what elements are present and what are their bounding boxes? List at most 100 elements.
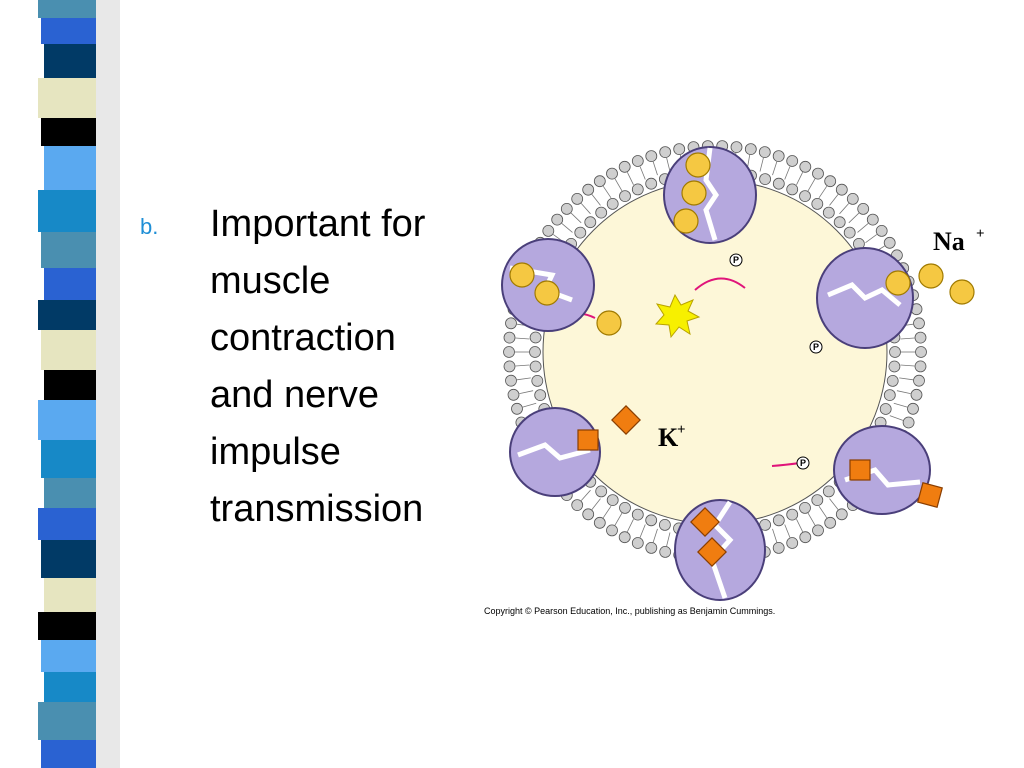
phospholipid-head	[631, 508, 644, 521]
potassium-ion	[577, 429, 599, 451]
stripe-block	[38, 300, 96, 330]
phospholipid-tail	[796, 172, 804, 185]
phospholipid-tail	[784, 166, 791, 180]
phospholipid-head	[507, 388, 520, 401]
phospholipid-head	[673, 143, 686, 156]
phospholipid-tail	[515, 364, 530, 367]
stripe-block	[41, 540, 96, 578]
phospholipid-tail	[818, 505, 828, 519]
stripe-block	[38, 702, 96, 740]
bullet-line-4: and nerve	[210, 374, 380, 416]
phospholipid-head	[799, 501, 811, 514]
phospholipid-tail	[772, 161, 778, 176]
phospholipid-tail	[580, 489, 591, 501]
phospholipid-head	[907, 402, 919, 415]
phospholipid-head	[631, 183, 644, 196]
phospholipid-head	[799, 190, 811, 202]
stripe-block	[38, 400, 96, 440]
phospholipid-tail	[602, 185, 612, 199]
phospholipid-tail	[818, 185, 828, 199]
phospholipid-head	[511, 402, 523, 415]
phospholipid-head	[574, 226, 587, 239]
phospholipid-head	[843, 226, 856, 239]
phosphate-label: P	[800, 458, 806, 468]
phospholipid-head	[910, 388, 923, 401]
sodium-ion	[681, 180, 707, 206]
stripe-shadow	[96, 0, 120, 768]
sodium-ion	[885, 270, 911, 296]
decorative-stripe-bar	[38, 0, 120, 768]
phospholipid-head	[659, 545, 672, 558]
bullet-line-1: Important for	[210, 203, 426, 245]
phospholipid-head	[542, 225, 555, 237]
phospholipid-head	[875, 225, 888, 237]
phospholipid-head	[824, 516, 837, 529]
phosphate-marker: P	[809, 340, 823, 354]
phospholipid-tail	[857, 223, 869, 233]
stripe-block	[38, 508, 96, 540]
phosphate-label: P	[733, 255, 739, 265]
atp-burst-icon	[654, 293, 701, 339]
phospholipid-head	[529, 331, 542, 344]
phospholipid-tail	[602, 505, 612, 519]
phospholipid-tail	[807, 512, 816, 526]
phosphate-groups: P P P	[729, 253, 823, 470]
phospholipid-head	[857, 203, 870, 215]
phospholipid-head	[619, 501, 631, 514]
phospholipid-head	[606, 494, 619, 507]
bullet-point: b. Important for muscle contraction and …	[140, 196, 480, 538]
phospholipid-head	[645, 150, 658, 163]
phospholipid-tail	[561, 223, 573, 233]
phospholipid-tail	[591, 498, 601, 510]
phospholipid-head	[744, 143, 757, 156]
phospholipid-head	[772, 177, 785, 190]
phospholipid-head	[758, 146, 771, 159]
phospholipid-tail	[848, 212, 860, 224]
potassium-symbol: K	[658, 423, 679, 452]
pump-protein-lower-left	[509, 407, 601, 497]
stripe-block	[38, 190, 96, 232]
stripe-block	[44, 146, 96, 190]
phospholipid-head	[505, 374, 517, 387]
phospholipid-tail	[516, 377, 531, 381]
sodium-symbol: Na	[933, 227, 965, 256]
phospholipid-head	[582, 508, 595, 521]
pump-protein-right	[816, 247, 914, 349]
phospholipid-head	[582, 183, 595, 196]
phospholipid-head	[571, 499, 584, 512]
phospholipid-head	[584, 216, 597, 229]
copyright-notice: Copyright © Pearson Education, Inc., pub…	[484, 606, 776, 616]
phospholipid-head	[619, 190, 631, 202]
phospholipid-head	[772, 514, 785, 527]
stripe-block	[41, 440, 96, 478]
phospholipid-head	[595, 485, 608, 498]
phospholipid-head	[618, 160, 631, 173]
stripe-block	[41, 232, 96, 268]
phospholipid-head	[606, 524, 618, 537]
stripe-block	[38, 78, 96, 118]
phospholipid-head	[913, 317, 925, 330]
phospholipid-tail	[759, 157, 764, 172]
phospholipid-head	[886, 374, 899, 387]
phospholipid-head	[888, 360, 901, 373]
phospholipid-head	[883, 389, 896, 402]
phospholipid-head	[551, 213, 564, 226]
phospholipid-tail	[522, 402, 537, 408]
phospholipid-head	[645, 514, 658, 527]
stripe-block	[44, 478, 96, 508]
bullet-text: Important for muscle contraction and ner…	[210, 196, 480, 538]
phospholipid-tail	[639, 166, 646, 180]
phospholipid-head	[915, 346, 927, 358]
stripe-block	[41, 330, 96, 370]
phospholipid-head	[833, 216, 846, 229]
potassium-ions	[577, 405, 943, 567]
phospholipid-tail	[772, 528, 778, 543]
sodium-charge: +	[976, 226, 985, 242]
sodium-ion	[509, 262, 535, 288]
phospholipid-tail	[900, 364, 915, 367]
phospholipid-tail	[807, 178, 816, 192]
phospholipid-tail	[570, 212, 582, 224]
stripe-block	[38, 612, 96, 640]
stripe-block	[41, 640, 96, 672]
phospholipid-tail	[899, 377, 914, 381]
